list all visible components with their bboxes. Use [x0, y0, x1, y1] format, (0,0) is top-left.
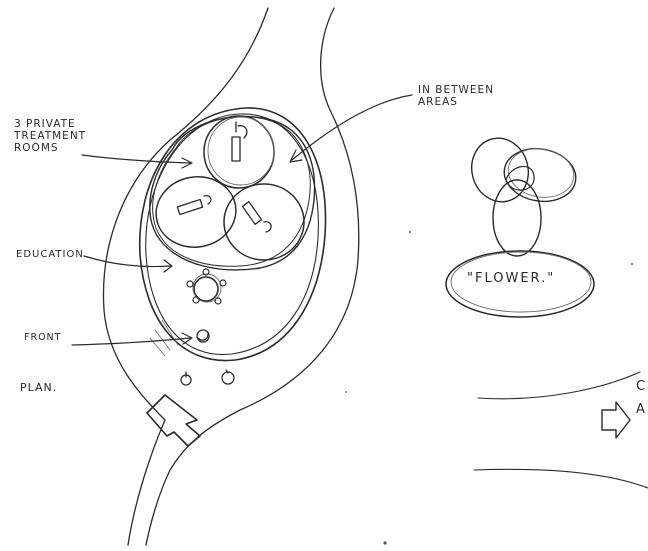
- entry-marker-left: [181, 372, 191, 385]
- label-in-between-areas: IN BETWEEN AREAS: [418, 84, 558, 108]
- landscape-line-top: [478, 372, 640, 399]
- treatment-room-top: [204, 116, 274, 188]
- label-edge-a: A: [636, 403, 646, 418]
- entry-marker-right: [222, 370, 234, 384]
- leader-front: [72, 333, 192, 345]
- right-arrow-icon: [602, 402, 630, 438]
- label-plan: PLAN.: [20, 382, 57, 395]
- label-education: EDUCATION: [16, 249, 84, 261]
- entrance-arrow-icon: [147, 395, 200, 446]
- flower-petal-left: [465, 132, 536, 208]
- flower-stem: [493, 180, 541, 256]
- label-edge-c: C: [636, 380, 646, 395]
- front-shading: [150, 320, 178, 356]
- label-front: FRONT: [24, 333, 61, 344]
- front-desk: [197, 330, 209, 342]
- bed-icon: [232, 122, 247, 161]
- site-boundary-right: [146, 8, 359, 545]
- bed-icon: [177, 196, 211, 215]
- label-flower: "FLOWER.": [467, 272, 555, 287]
- flower-petal-right-overstroke: [504, 144, 577, 203]
- bed-icon: [242, 202, 271, 232]
- site-boundary-left: [104, 8, 268, 545]
- treatment-room-top-overstroke: [208, 117, 274, 185]
- leader-education: [84, 256, 172, 272]
- label-private-treatment-rooms: 3 PRIVATE TREATMENT ROOMS: [14, 118, 124, 154]
- landscape-line-bottom: [474, 469, 648, 488]
- leader-private-rooms: [82, 155, 192, 168]
